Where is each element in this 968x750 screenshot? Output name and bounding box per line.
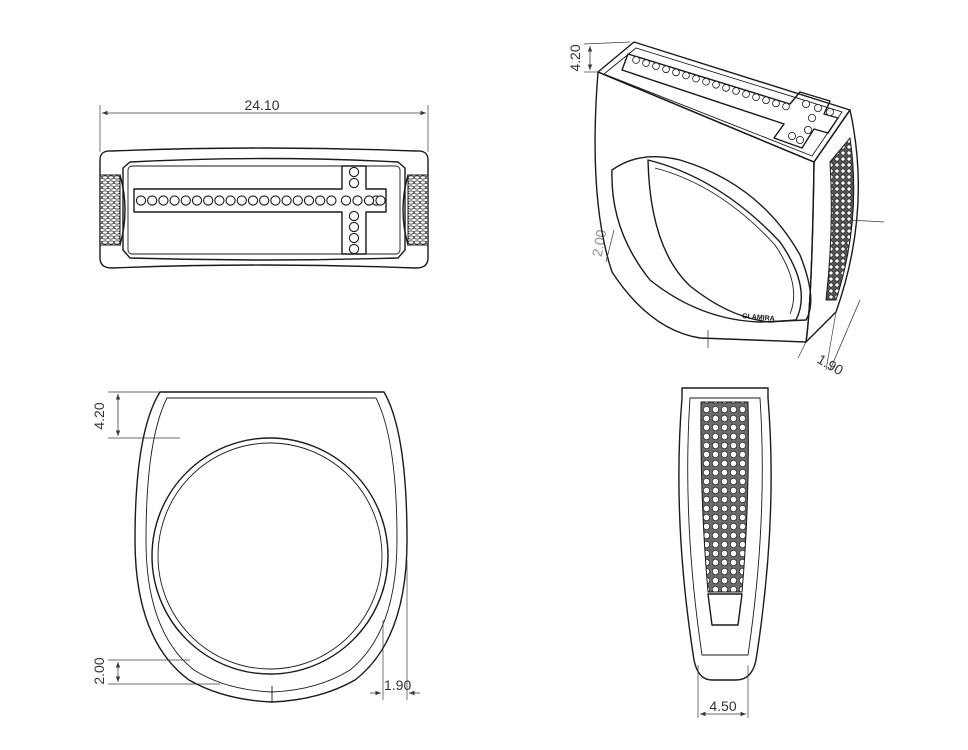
dimension-iso-side: 2.00 <box>589 228 610 258</box>
stone <box>672 68 680 77</box>
stone <box>281 195 292 206</box>
stone <box>722 84 730 92</box>
stone <box>814 104 823 113</box>
stone <box>348 177 360 189</box>
stone <box>632 56 640 64</box>
stone <box>348 232 360 244</box>
stone <box>782 102 790 111</box>
dimension-front-bottom: 2.00 <box>91 657 107 684</box>
stone <box>732 87 740 95</box>
stone <box>826 108 835 117</box>
stone <box>692 74 700 83</box>
stone <box>788 131 797 140</box>
stone <box>348 166 360 178</box>
stone <box>702 77 710 86</box>
stone <box>348 221 360 233</box>
stone <box>375 195 386 206</box>
stone <box>742 90 750 98</box>
stone <box>642 59 650 67</box>
stone <box>352 195 363 206</box>
stone <box>270 195 281 206</box>
stone <box>682 71 690 80</box>
dimension-iso-top: 4.20 <box>567 44 583 71</box>
engraving-logo: GLAMIRA <box>742 313 775 323</box>
stone <box>712 81 720 89</box>
dimension-top-width: 24.10 <box>244 97 279 113</box>
stone <box>326 195 337 206</box>
stone <box>363 195 375 206</box>
stone <box>808 114 817 123</box>
isometric-view: GLAMIRA 4.20 2.00 1.90 <box>567 41 885 379</box>
top-view: 24.10 <box>99 97 429 269</box>
stone <box>247 195 259 206</box>
stone <box>315 195 326 206</box>
stone <box>225 195 236 206</box>
side-view: 4.50 <box>678 387 772 718</box>
dimension-iso-bottom: 1.90 <box>815 351 847 379</box>
stone <box>203 195 214 206</box>
stone <box>169 195 180 206</box>
stone <box>802 100 811 109</box>
stone <box>236 195 247 206</box>
stone <box>158 195 169 206</box>
stone <box>772 99 780 108</box>
stone <box>292 195 303 206</box>
dimension-side-width: 4.50 <box>709 698 736 714</box>
front-view: 4.20 2.00 1.90 <box>91 391 420 703</box>
stone <box>652 62 660 70</box>
stone <box>180 195 191 206</box>
stone <box>214 195 225 206</box>
stone <box>147 195 158 206</box>
stone <box>662 65 670 74</box>
stone <box>348 243 360 255</box>
dimension-front-shoulder: 4.20 <box>91 402 107 429</box>
stone <box>796 135 805 144</box>
stone <box>762 96 770 105</box>
stone <box>191 195 203 206</box>
stone <box>303 195 315 206</box>
stone <box>804 126 813 135</box>
dimension-front-side: 1.90 <box>384 677 411 693</box>
stone <box>752 93 760 101</box>
stone <box>348 210 360 222</box>
stone <box>340 195 352 206</box>
stone <box>135 195 147 206</box>
stone <box>259 195 270 206</box>
